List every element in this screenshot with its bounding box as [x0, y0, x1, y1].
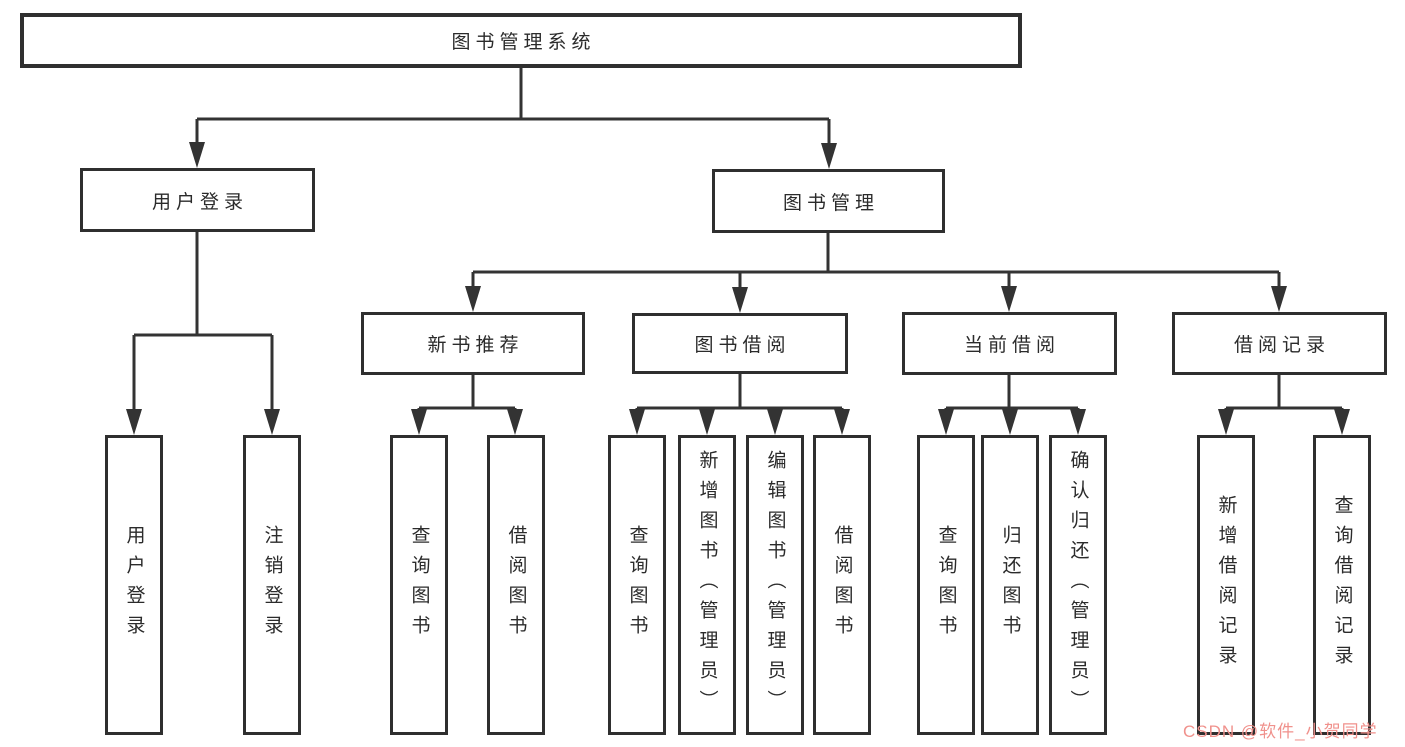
leaf-query-borrow-record: 查询借阅记录: [1313, 435, 1371, 735]
leaf-borrow-books-recommend: 借阅图书: [487, 435, 545, 735]
leaf-query-books-recommend-label: 查询图书: [408, 525, 430, 645]
leaf-logout-label: 注销登录: [261, 525, 283, 645]
node-root-label: 图书管理系统: [451, 32, 596, 53]
leaf-borrow-books-recommend-label: 借阅图书: [505, 525, 527, 645]
leaf-borrow-books-label: 借阅图书: [831, 525, 853, 645]
node-new-book-recommend-label: 新书推荐: [427, 335, 524, 356]
node-book-management: 图书管理: [712, 169, 945, 233]
leaf-return-books: 归还图书: [981, 435, 1039, 735]
node-current-borrow-label: 当前借阅: [963, 335, 1060, 356]
leaf-query-books-borrow: 查询图书: [608, 435, 666, 735]
leaf-borrow-books: 借阅图书: [813, 435, 871, 735]
node-book-management-label: 图书管理: [782, 192, 879, 214]
node-borrow-records: 借阅记录: [1172, 312, 1387, 375]
leaf-add-borrow-record-label: 新增借阅记录: [1215, 495, 1237, 675]
leaf-add-books-admin: 新增图书（管理员）: [678, 435, 736, 735]
leaf-add-borrow-record: 新增借阅记录: [1197, 435, 1255, 735]
leaf-query-borrow-record-label: 查询借阅记录: [1331, 495, 1353, 675]
leaf-query-books-borrow-label: 查询图书: [626, 525, 648, 645]
leaf-edit-books-admin-label: 编辑图书（管理员）: [764, 450, 786, 720]
node-new-book-recommend: 新书推荐: [361, 312, 585, 375]
leaf-query-books-current-label: 查询图书: [935, 525, 957, 645]
node-user-login: 用户登录: [80, 168, 315, 232]
leaf-query-books-recommend: 查询图书: [390, 435, 448, 735]
leaf-confirm-return-admin-label: 确认归还（管理员）: [1067, 450, 1089, 720]
node-borrow-records-label: 借阅记录: [1233, 335, 1330, 356]
csdn-watermark: CSDN @软件_小贺同学: [1183, 722, 1378, 741]
leaf-confirm-return-admin: 确认归还（管理员）: [1049, 435, 1107, 735]
node-root-system: 图书管理系统: [20, 13, 1022, 68]
leaf-return-books-label: 归还图书: [999, 525, 1021, 645]
leaf-user-login-label: 用户登录: [123, 525, 145, 645]
leaf-query-books-current: 查询图书: [917, 435, 975, 735]
leaf-edit-books-admin: 编辑图书（管理员）: [746, 435, 804, 735]
leaf-logout: 注销登录: [243, 435, 301, 735]
leaf-user-login: 用户登录: [105, 435, 163, 735]
node-book-borrow-label: 图书借阅: [694, 335, 791, 356]
node-current-borrow: 当前借阅: [902, 312, 1117, 375]
node-user-login-label: 用户登录: [151, 191, 248, 213]
node-book-borrow: 图书借阅: [632, 313, 848, 374]
leaf-add-books-admin-label: 新增图书（管理员）: [696, 450, 718, 720]
